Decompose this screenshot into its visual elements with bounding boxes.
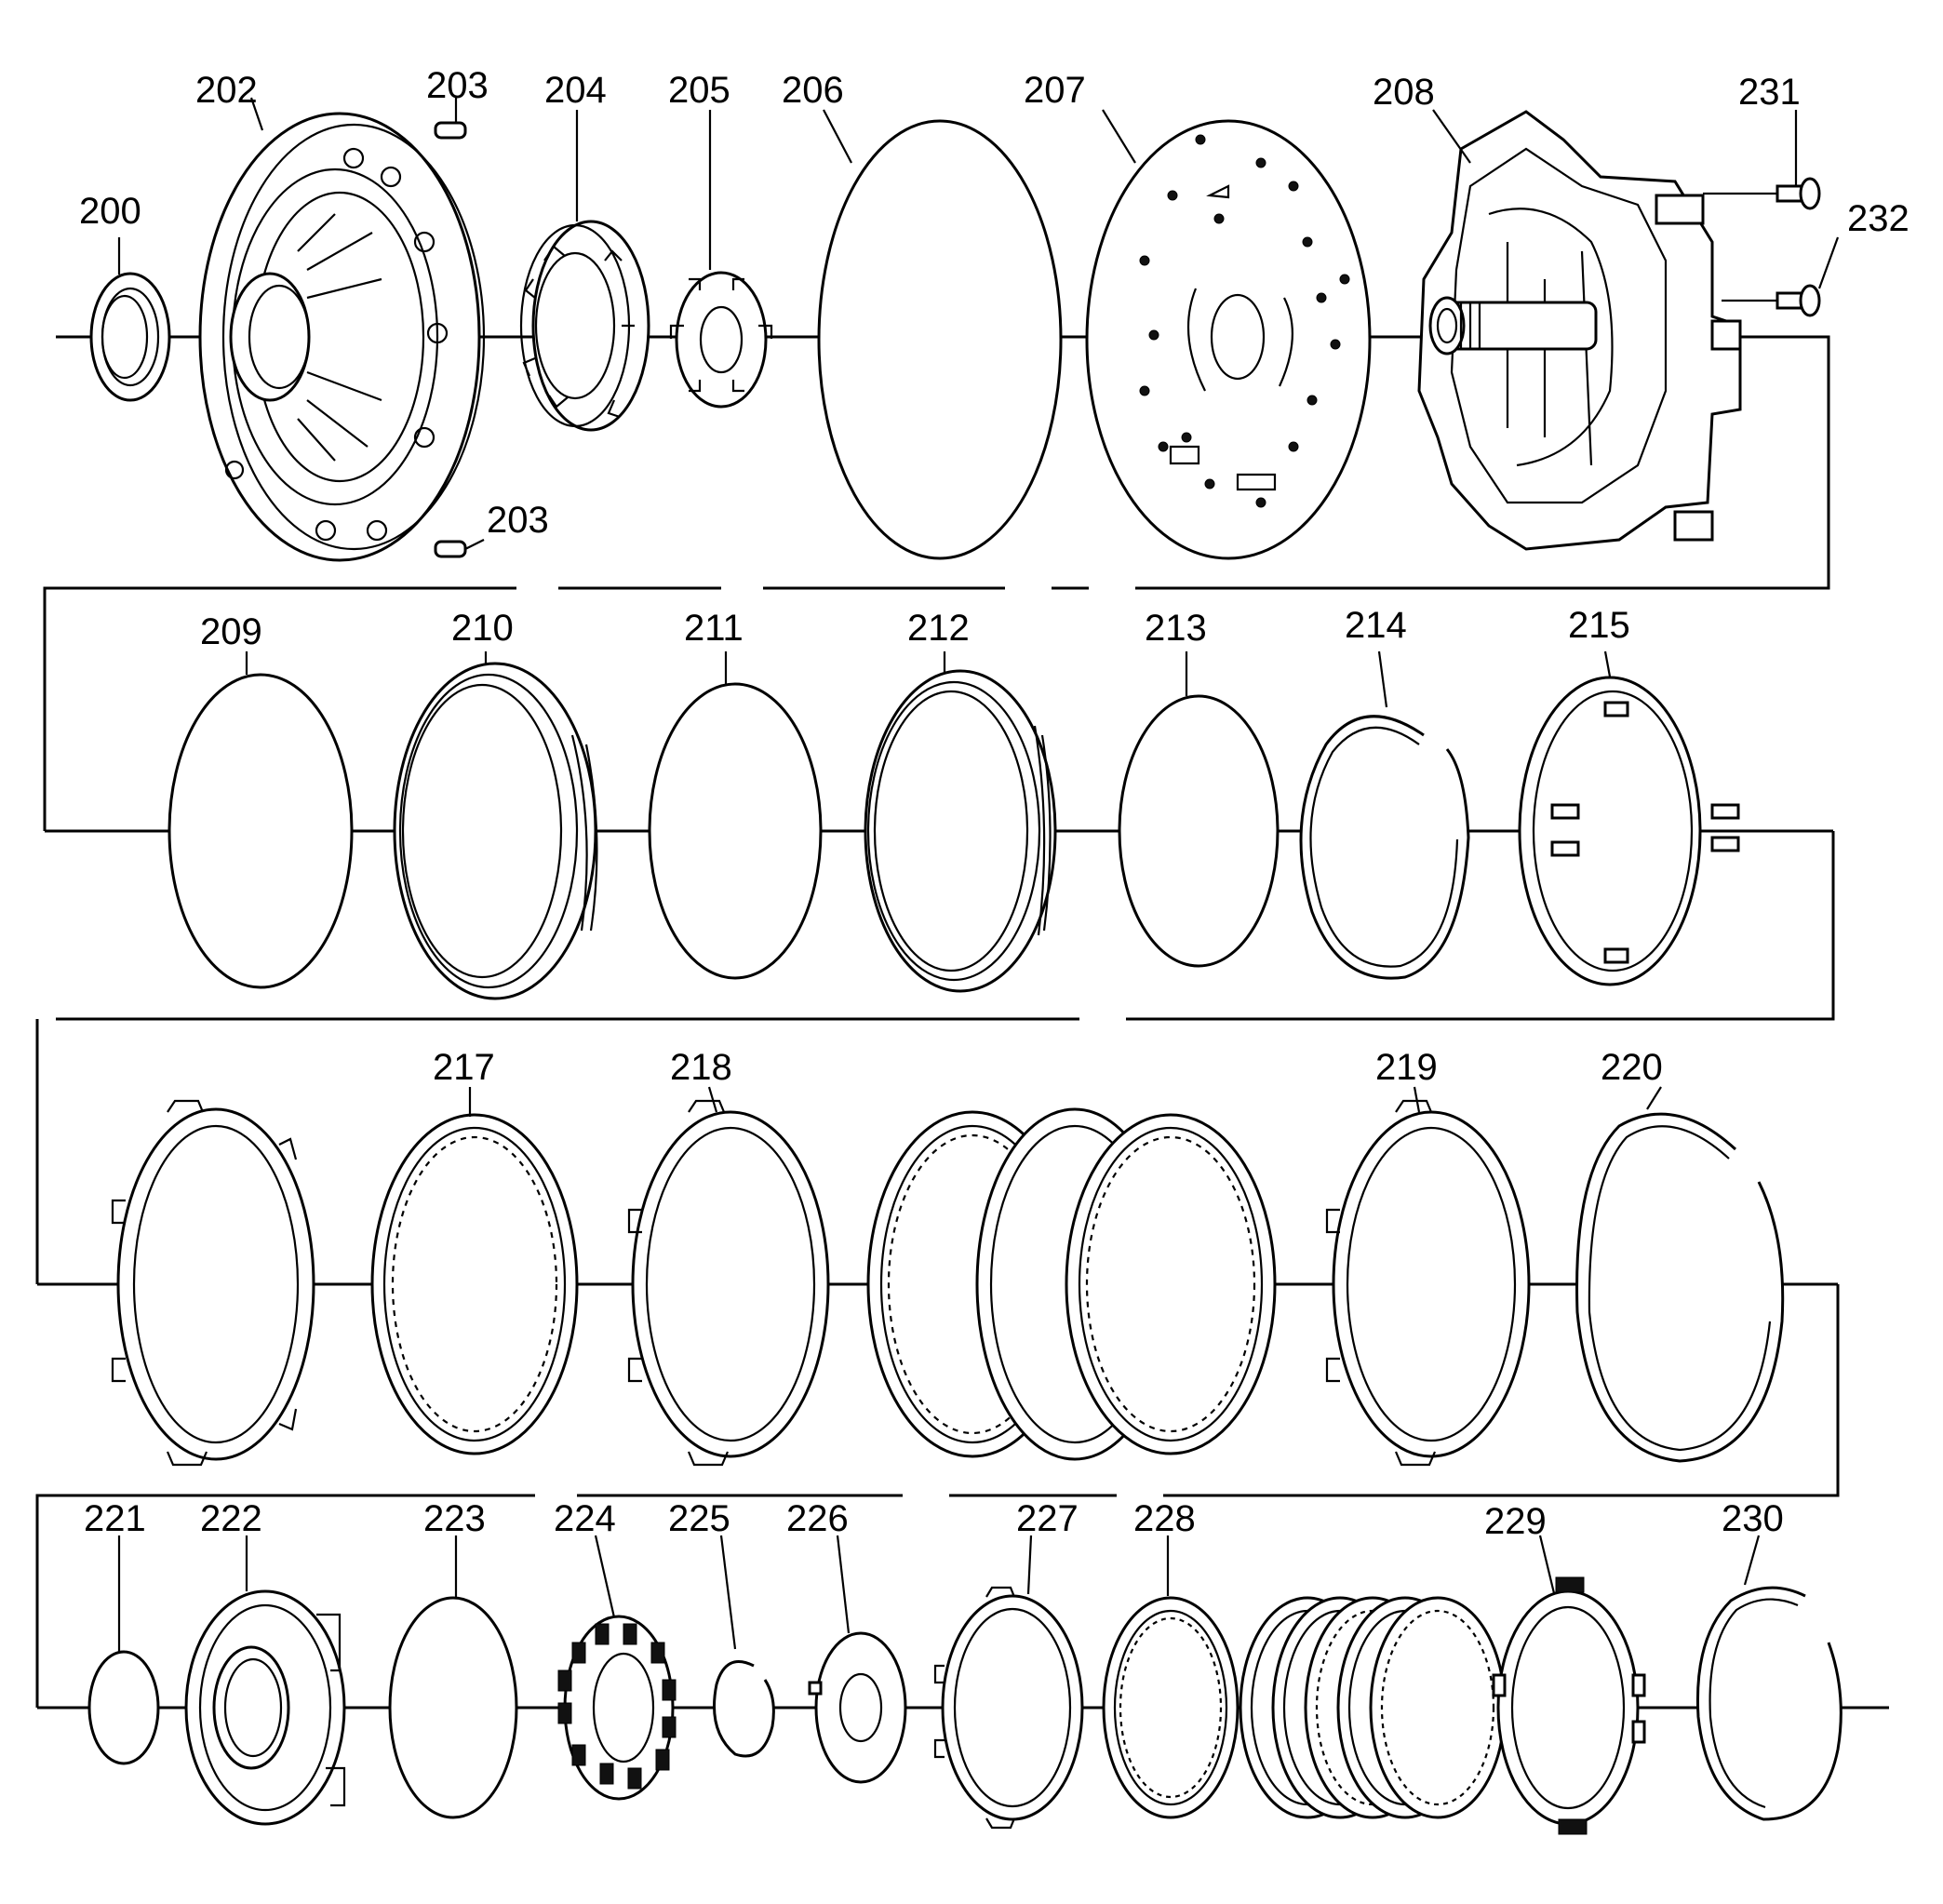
part-202-pump-cover [198, 112, 486, 562]
part-222-piston [184, 1589, 346, 1826]
callout-204: 204 [544, 70, 607, 111]
part-205-inner-gear [669, 271, 773, 409]
callout-225: 225 [668, 1498, 730, 1539]
callout-211: 211 [684, 608, 744, 649]
callout-232: 232 [1847, 198, 1910, 239]
callout-218: 218 [670, 1047, 732, 1088]
part-clutch-pack-stack [1239, 1596, 1507, 1819]
callout-203-upper: 203 [426, 65, 489, 106]
part-227-steel-plate [933, 1586, 1084, 1830]
part-230-snap-ring [1695, 1586, 1842, 1821]
part-224-spring-assembly [557, 1615, 677, 1801]
part-218-steel-plate [627, 1099, 830, 1467]
callout-210: 210 [451, 608, 514, 649]
callout-230: 230 [1722, 1498, 1784, 1539]
part-215-spring-assembly [1518, 676, 1740, 986]
callout-229: 229 [1484, 1501, 1547, 1542]
callout-228: 228 [1133, 1498, 1196, 1539]
callout-200: 200 [79, 191, 141, 232]
callout-208: 208 [1373, 72, 1435, 113]
part-209-seal-ring [168, 673, 354, 989]
callout-227: 227 [1016, 1498, 1079, 1539]
callout-205: 205 [668, 70, 730, 111]
part-214-snap-ring [1299, 715, 1470, 980]
callout-215: 215 [1568, 605, 1630, 646]
part-225-snap-ring [713, 1660, 775, 1758]
callout-214: 214 [1345, 605, 1407, 646]
part-223-seal-ring [388, 1596, 518, 1819]
callout-222: 222 [200, 1498, 262, 1539]
callout-202: 202 [195, 70, 258, 111]
part-217-friction-plate [370, 1113, 579, 1455]
part-208-pump-body [1417, 110, 1742, 551]
callout-212: 212 [907, 608, 970, 649]
callout-219: 219 [1375, 1047, 1438, 1088]
callout-206: 206 [782, 70, 844, 111]
part-clutch-pack-middle [866, 1107, 1277, 1461]
part-232-bolt [1722, 284, 1821, 317]
callout-207: 207 [1024, 70, 1086, 111]
part-200-seal [89, 272, 171, 402]
part-221-seal-ring [87, 1650, 160, 1765]
part-212-piston-seal [864, 669, 1057, 993]
part-203-pin-lower [434, 540, 467, 558]
part-207-separator-plate [1085, 119, 1372, 560]
part-204-outer-gear [519, 220, 650, 432]
part-203-pin-upper [434, 121, 467, 140]
part-229-backing-plate [1492, 1576, 1646, 1835]
callout-labels: 200 202 203 203 204 205 206 207 208 231 … [79, 65, 1910, 1542]
callout-231: 231 [1738, 72, 1801, 113]
callout-223: 223 [423, 1498, 486, 1539]
part-206-seal-ring [817, 119, 1063, 560]
part-213-seal-ring [1118, 694, 1280, 968]
callout-224: 224 [554, 1498, 616, 1539]
part-210-piston [393, 662, 598, 1000]
callout-203-lower: 203 [487, 500, 549, 541]
part-216-steel-plate [111, 1099, 315, 1467]
part-220-snap-ring [1575, 1112, 1785, 1463]
part-219-steel-plate [1325, 1099, 1531, 1467]
callout-209: 209 [200, 611, 262, 652]
part-231-bolt [1703, 177, 1821, 210]
callout-217: 217 [433, 1047, 495, 1088]
part-228-friction-plate [1102, 1596, 1240, 1819]
callout-226: 226 [786, 1498, 849, 1539]
part-211-seal-ring [648, 682, 823, 980]
part-226-thrust-washer [808, 1631, 907, 1784]
callout-221: 221 [84, 1498, 146, 1539]
callout-220: 220 [1601, 1047, 1663, 1088]
callout-213: 213 [1145, 608, 1207, 649]
